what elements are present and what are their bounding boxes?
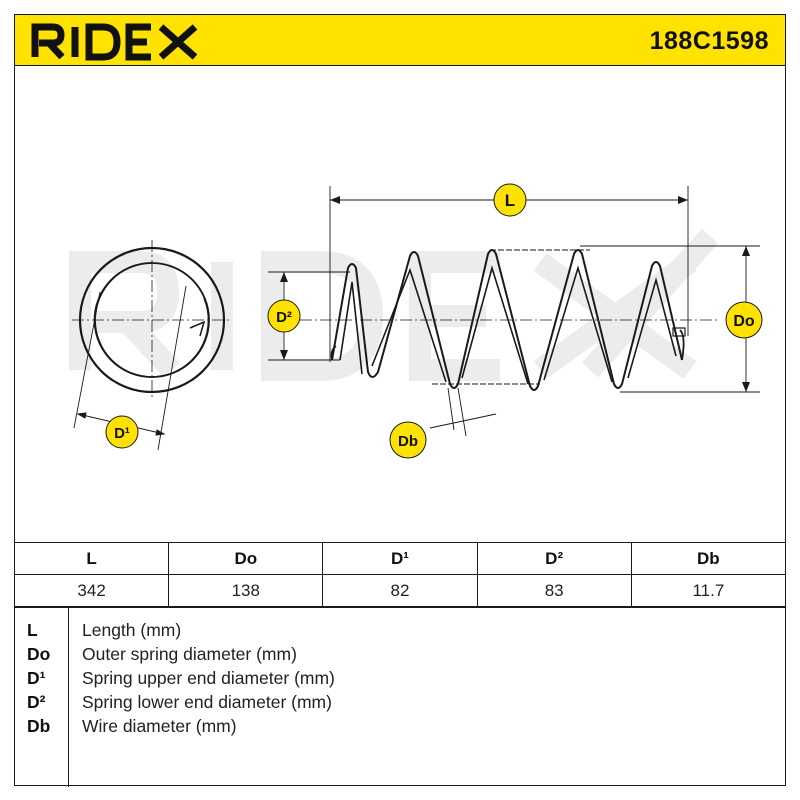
label-Db-badge: Db [389, 421, 427, 459]
dimension-Db [429, 387, 497, 437]
label-L-badge: L [493, 183, 527, 217]
spec-header-cell: D¹ [322, 542, 478, 575]
spec-value-row: 342 138 82 83 11.7 [13, 574, 787, 607]
spec-header-cell: Do [168, 542, 324, 575]
svg-text:L: L [505, 191, 515, 210]
brand-logo [31, 21, 201, 61]
legend-desc: Length (mm) [82, 620, 182, 640]
header-bar: 188C1598 [14, 14, 786, 66]
legend-abbr: Db [27, 716, 51, 736]
label-D2-badge: D² [267, 299, 301, 333]
spec-header-row: L Do D¹ D² Db [13, 542, 787, 575]
spring-diagram-svg: L Do D² D¹ Db [69, 183, 763, 459]
spec-table: L Do D¹ D² Db 342 138 82 83 11.7 [13, 542, 787, 607]
spec-value-cell: 82 [322, 574, 478, 607]
spec-value-cell: 83 [476, 574, 632, 607]
spring-drawing: L Do D² D¹ Db [14, 66, 786, 542]
svg-text:D²: D² [276, 309, 292, 326]
dimension-D2 [268, 271, 350, 361]
legend-desc: Spring lower end diameter (mm) [82, 692, 332, 712]
spec-header-cell: L [13, 542, 170, 575]
part-number: 188C1598 [649, 27, 769, 55]
svg-text:Do: Do [733, 313, 755, 330]
legend: L Length (mm) Do Outer spring diameter (… [14, 607, 786, 787]
legend-divider [68, 608, 69, 787]
spec-value-cell: 138 [168, 574, 324, 607]
label-D1-badge: D¹ [105, 415, 139, 449]
legend-abbr: Do [27, 644, 51, 664]
legend-desc: Spring upper end diameter (mm) [82, 668, 335, 688]
spec-header-cell: Db [630, 542, 787, 575]
legend-desc: Outer spring diameter (mm) [82, 644, 297, 664]
spring-end-view [72, 240, 232, 451]
legend-abbr: L [27, 620, 38, 640]
spec-value-cell: 11.7 [630, 574, 787, 607]
legend-abbr: D² [27, 692, 46, 712]
svg-text:D¹: D¹ [114, 425, 130, 442]
spec-value-cell: 342 [13, 574, 170, 607]
watermark-logo [69, 228, 719, 381]
legend-desc: Wire diameter (mm) [82, 716, 237, 736]
spec-header-cell: D² [476, 542, 632, 575]
svg-text:Db: Db [398, 433, 418, 450]
legend-abbr: D¹ [27, 668, 46, 688]
label-Do-badge: Do [725, 301, 763, 339]
